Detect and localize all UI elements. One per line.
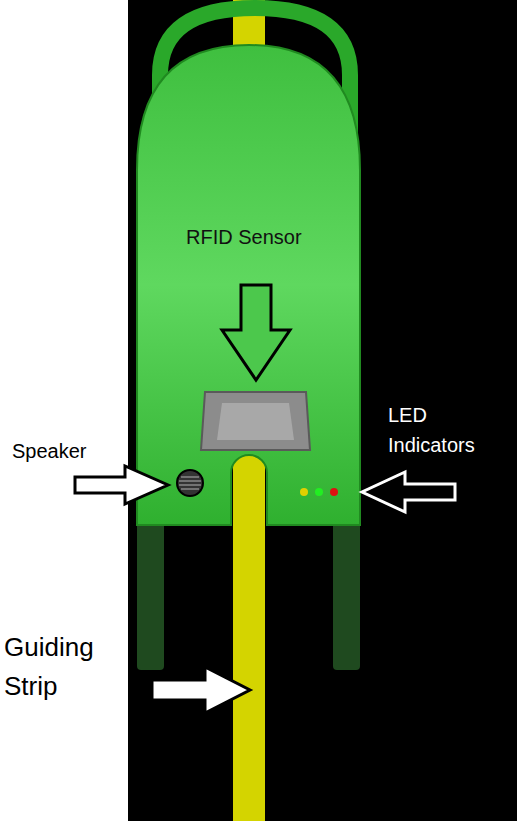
speaker [177, 470, 203, 496]
part-label: Guiding Strip [4, 628, 104, 706]
part-label: Speaker [12, 436, 122, 466]
led-yellow [300, 488, 308, 496]
speaker-grille [179, 477, 201, 489]
white-ground [0, 0, 128, 821]
sensor-arrow [222, 285, 290, 380]
led-green [315, 488, 323, 496]
led-red [330, 488, 338, 496]
rfid-sensor [201, 392, 310, 450]
device-body [137, 45, 360, 525]
rfid-sensor-face [217, 403, 294, 440]
black-ground [128, 0, 517, 821]
part-label: RFID Sensor [186, 222, 346, 252]
strip-arrow [152, 667, 250, 713]
part-label: LED Indicators [388, 400, 500, 460]
speaker-arrow [75, 466, 168, 504]
led-arrow [362, 472, 455, 512]
